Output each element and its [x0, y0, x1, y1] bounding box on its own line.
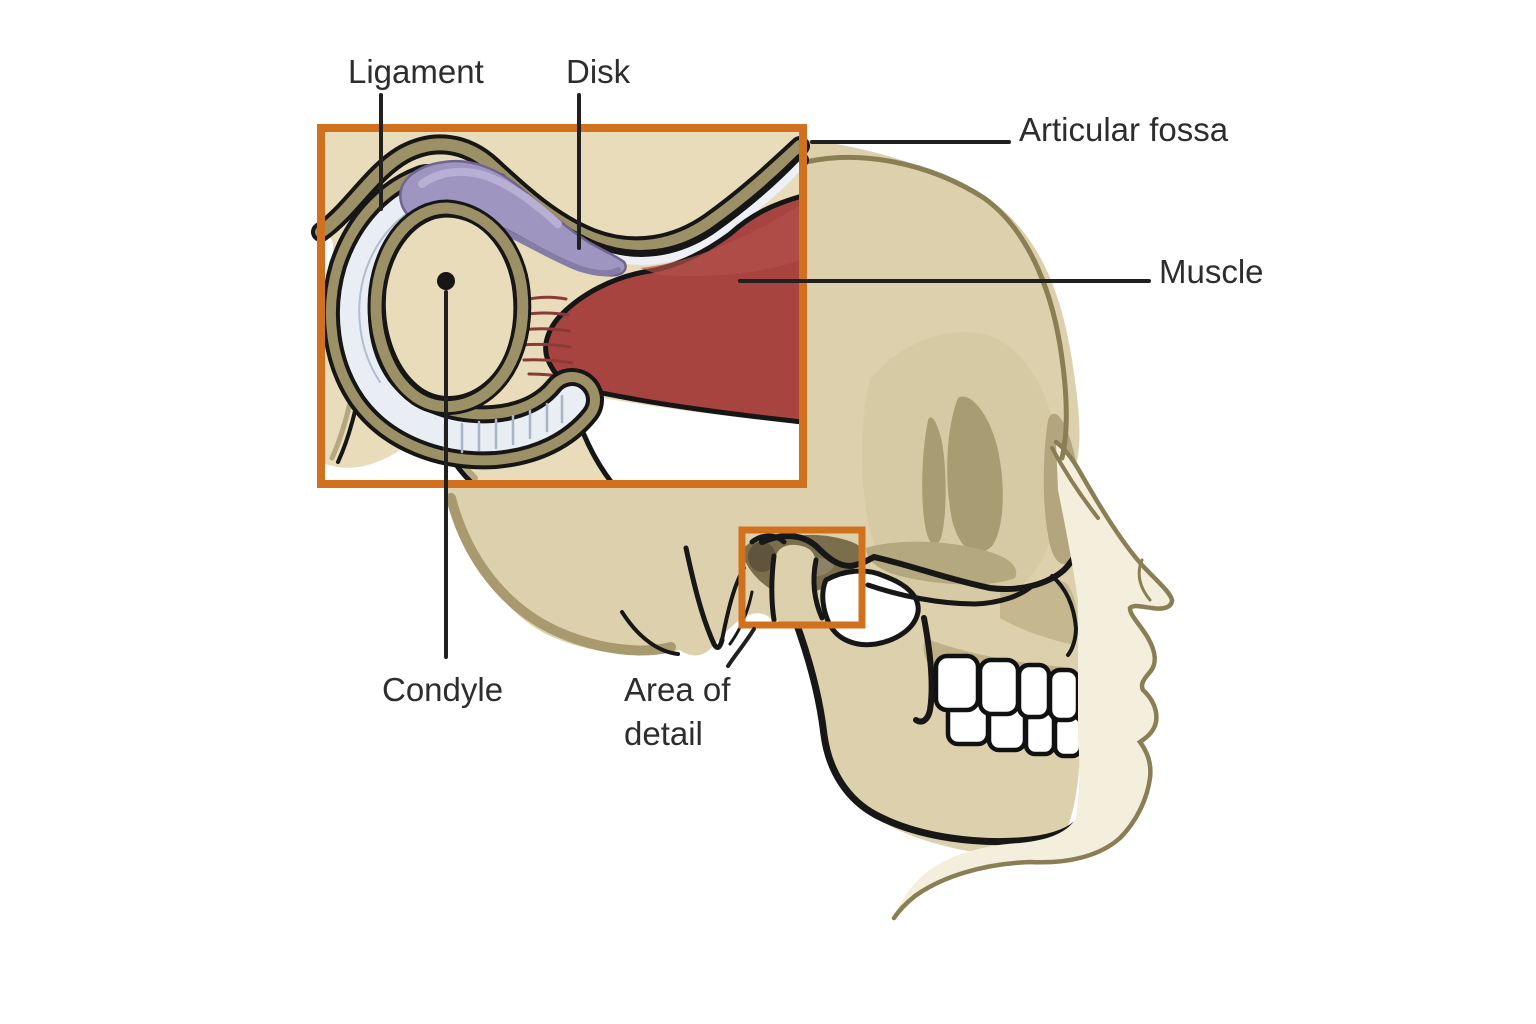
ramus-gap [640, 630, 870, 930]
face-profile [894, 442, 1172, 918]
condyle-neck-small [773, 544, 818, 618]
articular-fossa-label: Articular fossa [1019, 111, 1229, 148]
detail-inset [311, 124, 810, 488]
upper-tooth [933, 653, 981, 713]
cranium-outline [803, 155, 1069, 461]
nasal-bridge-line [1050, 446, 1100, 520]
temple-streak [922, 417, 946, 545]
disk-label: Disk [566, 53, 631, 90]
condyle-head [367, 199, 532, 416]
muscle-label: Muscle [1159, 253, 1264, 290]
orbit-shadow [947, 396, 1003, 553]
ligament-band [321, 164, 604, 470]
disk-highlight [418, 167, 562, 228]
area-of-detail-line1: Area of [624, 671, 731, 708]
area-of-detail-box [738, 526, 866, 629]
area-of-detail-leader [726, 627, 756, 668]
leader-lines [379, 93, 1151, 668]
cranium-shadow [446, 493, 676, 656]
muscle-highlight [640, 205, 800, 277]
muscle [518, 193, 805, 425]
upper-tooth [1016, 662, 1052, 720]
upper-tooth [1047, 667, 1081, 723]
alar-crease [1137, 558, 1152, 602]
upper-tooth [977, 657, 1021, 717]
condyle-dot [437, 272, 455, 290]
skull-outlines [620, 517, 1091, 845]
detail-inset-frame [317, 124, 807, 488]
inset-white-right [573, 392, 802, 482]
face-profile-outline [891, 439, 1175, 921]
ligament-label: Ligament [348, 53, 484, 90]
area-of-detail-line2: detail [624, 715, 703, 752]
arch-root-shading [866, 541, 1017, 585]
area-of-detail-label: Area of detail [624, 668, 730, 756]
ear-canal [748, 542, 776, 572]
condyle-label: Condyle [382, 671, 504, 708]
